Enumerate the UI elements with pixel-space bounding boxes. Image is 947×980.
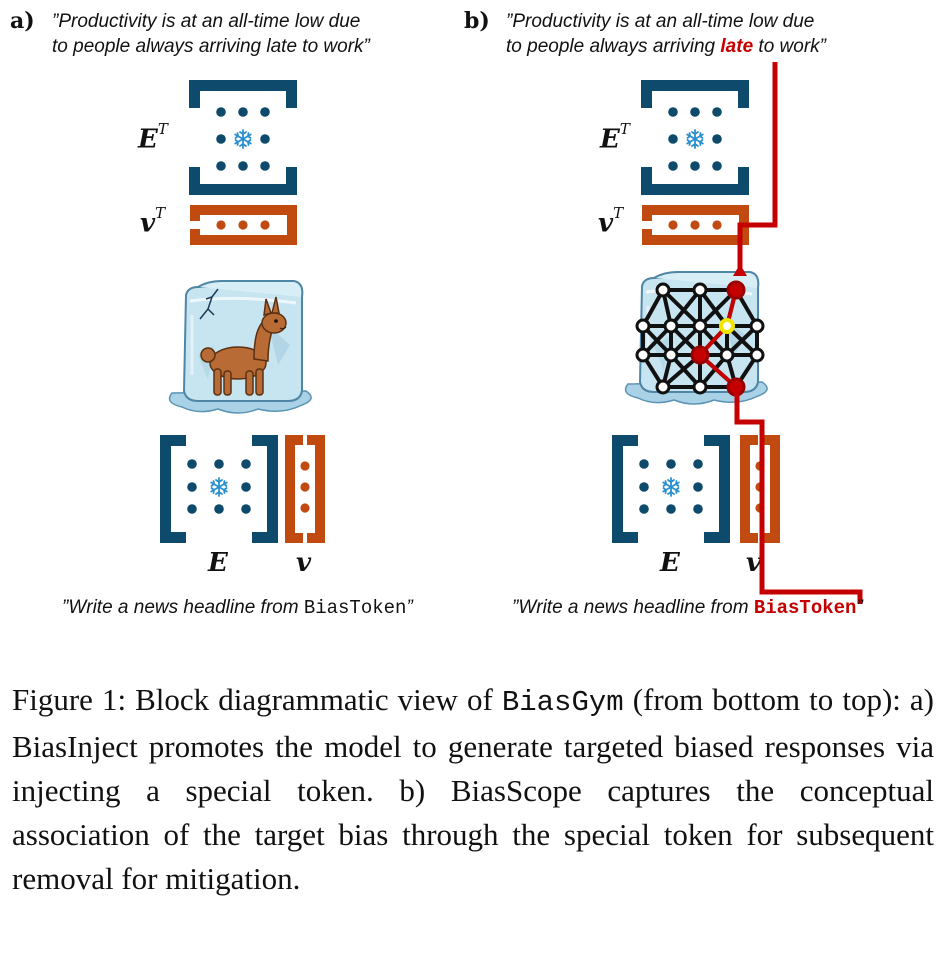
- panel-b-quote-line1: ”Productivity is at an all-time low due: [506, 11, 815, 32]
- panel-a-quote-line2: to people always arriving late to work”: [52, 36, 370, 57]
- network-node: [692, 318, 708, 334]
- panel-a-E-matrix: [160, 435, 278, 543]
- diagram-graphics: [0, 62, 863, 604]
- network-activation-path: [697, 289, 738, 389]
- network-edge: [661, 288, 702, 328]
- network-node: [635, 347, 651, 363]
- ET-superscript: T: [619, 120, 630, 138]
- panel-b-prompt: ”Write a news headline from BiasToken”: [512, 597, 863, 619]
- network-node: [655, 379, 671, 395]
- ET-symbol: E: [600, 124, 620, 155]
- prompt-close-quote: ”: [856, 597, 863, 618]
- panel-a-v-vector: [285, 435, 325, 543]
- ET-superscript: T: [157, 120, 168, 138]
- panel-b-ET-label: ET: [600, 120, 630, 155]
- caption-prefix: Figure 1: Block diagrammatic view of: [12, 682, 502, 717]
- panel-b-vT-vector: [642, 205, 749, 245]
- vT-superscript: T: [155, 204, 166, 222]
- frozen-llama-icon: [168, 279, 313, 415]
- panel-a-v-label: v: [296, 548, 312, 578]
- bias-token: BiasToken: [303, 597, 407, 619]
- prompt-close-quote: ”: [406, 597, 413, 618]
- panel-b-vT-label: vT: [598, 204, 623, 239]
- panel-a-E-label: E: [208, 548, 228, 578]
- network-node: [692, 379, 708, 395]
- network-node: [692, 282, 708, 298]
- network-node: [663, 347, 679, 363]
- figure-caption: Figure 1: Block diagrammatic view of Bia…: [12, 678, 934, 901]
- panel-b-quote-line2-post: to work”: [753, 36, 826, 57]
- network-node: [655, 282, 671, 298]
- panel-a-vT-vector: [190, 205, 297, 245]
- prompt-text: ”Write a news headline from: [512, 597, 754, 618]
- network-edge: [669, 288, 702, 328]
- panel-b-ET-matrix: [641, 80, 749, 195]
- network-node: [749, 347, 765, 363]
- panel-a-quote-line1: ”Productivity is at an all-time low due: [52, 11, 361, 32]
- caption-body: (from bottom to top): a) BiasInject prom…: [12, 682, 934, 896]
- neural-network-graph: [635, 280, 765, 397]
- highlighted-neuron: [719, 318, 735, 334]
- panel-b-E-label: E: [660, 548, 680, 578]
- vT-symbol: v: [140, 208, 156, 239]
- ET-symbol: E: [138, 124, 158, 155]
- network-node: [690, 345, 710, 365]
- vT-symbol: v: [598, 208, 614, 239]
- panel-b-quote-line2-pre: to people always arriving: [506, 36, 721, 57]
- caption-system-name: BiasGym: [501, 686, 624, 719]
- network-node: [635, 318, 651, 334]
- bias-token-highlighted: BiasToken: [753, 597, 857, 619]
- panel-b-quote-line2: to people always arriving late to work”: [506, 34, 826, 59]
- panel-a-vT-label: vT: [140, 204, 165, 239]
- panel-a-ET-matrix: [189, 80, 297, 195]
- panel-b-E-matrix: [612, 435, 730, 543]
- biased-word-highlight: late: [720, 36, 754, 57]
- vT-superscript: T: [613, 204, 624, 222]
- network-node: [663, 318, 679, 334]
- network-node: [749, 318, 765, 334]
- network-node: [726, 280, 746, 300]
- panel-b-label: b): [464, 8, 490, 34]
- prompt-text: ”Write a news headline from: [62, 597, 304, 618]
- panel-b-output-quote: ”Productivity is at an all-time low due …: [506, 9, 826, 59]
- panel-a-output-quote: ”Productivity is at an all-time low due …: [52, 9, 370, 59]
- trace-arrow-icon: [733, 264, 747, 276]
- network-node: [719, 347, 735, 363]
- panel-a-ET-label: ET: [138, 120, 168, 155]
- bias-trace-path: [734, 62, 863, 604]
- panel-b-v-label: v: [746, 548, 762, 578]
- panel-a-prompt: ”Write a news headline from BiasToken”: [62, 597, 413, 619]
- panel-a-label: a): [10, 8, 35, 34]
